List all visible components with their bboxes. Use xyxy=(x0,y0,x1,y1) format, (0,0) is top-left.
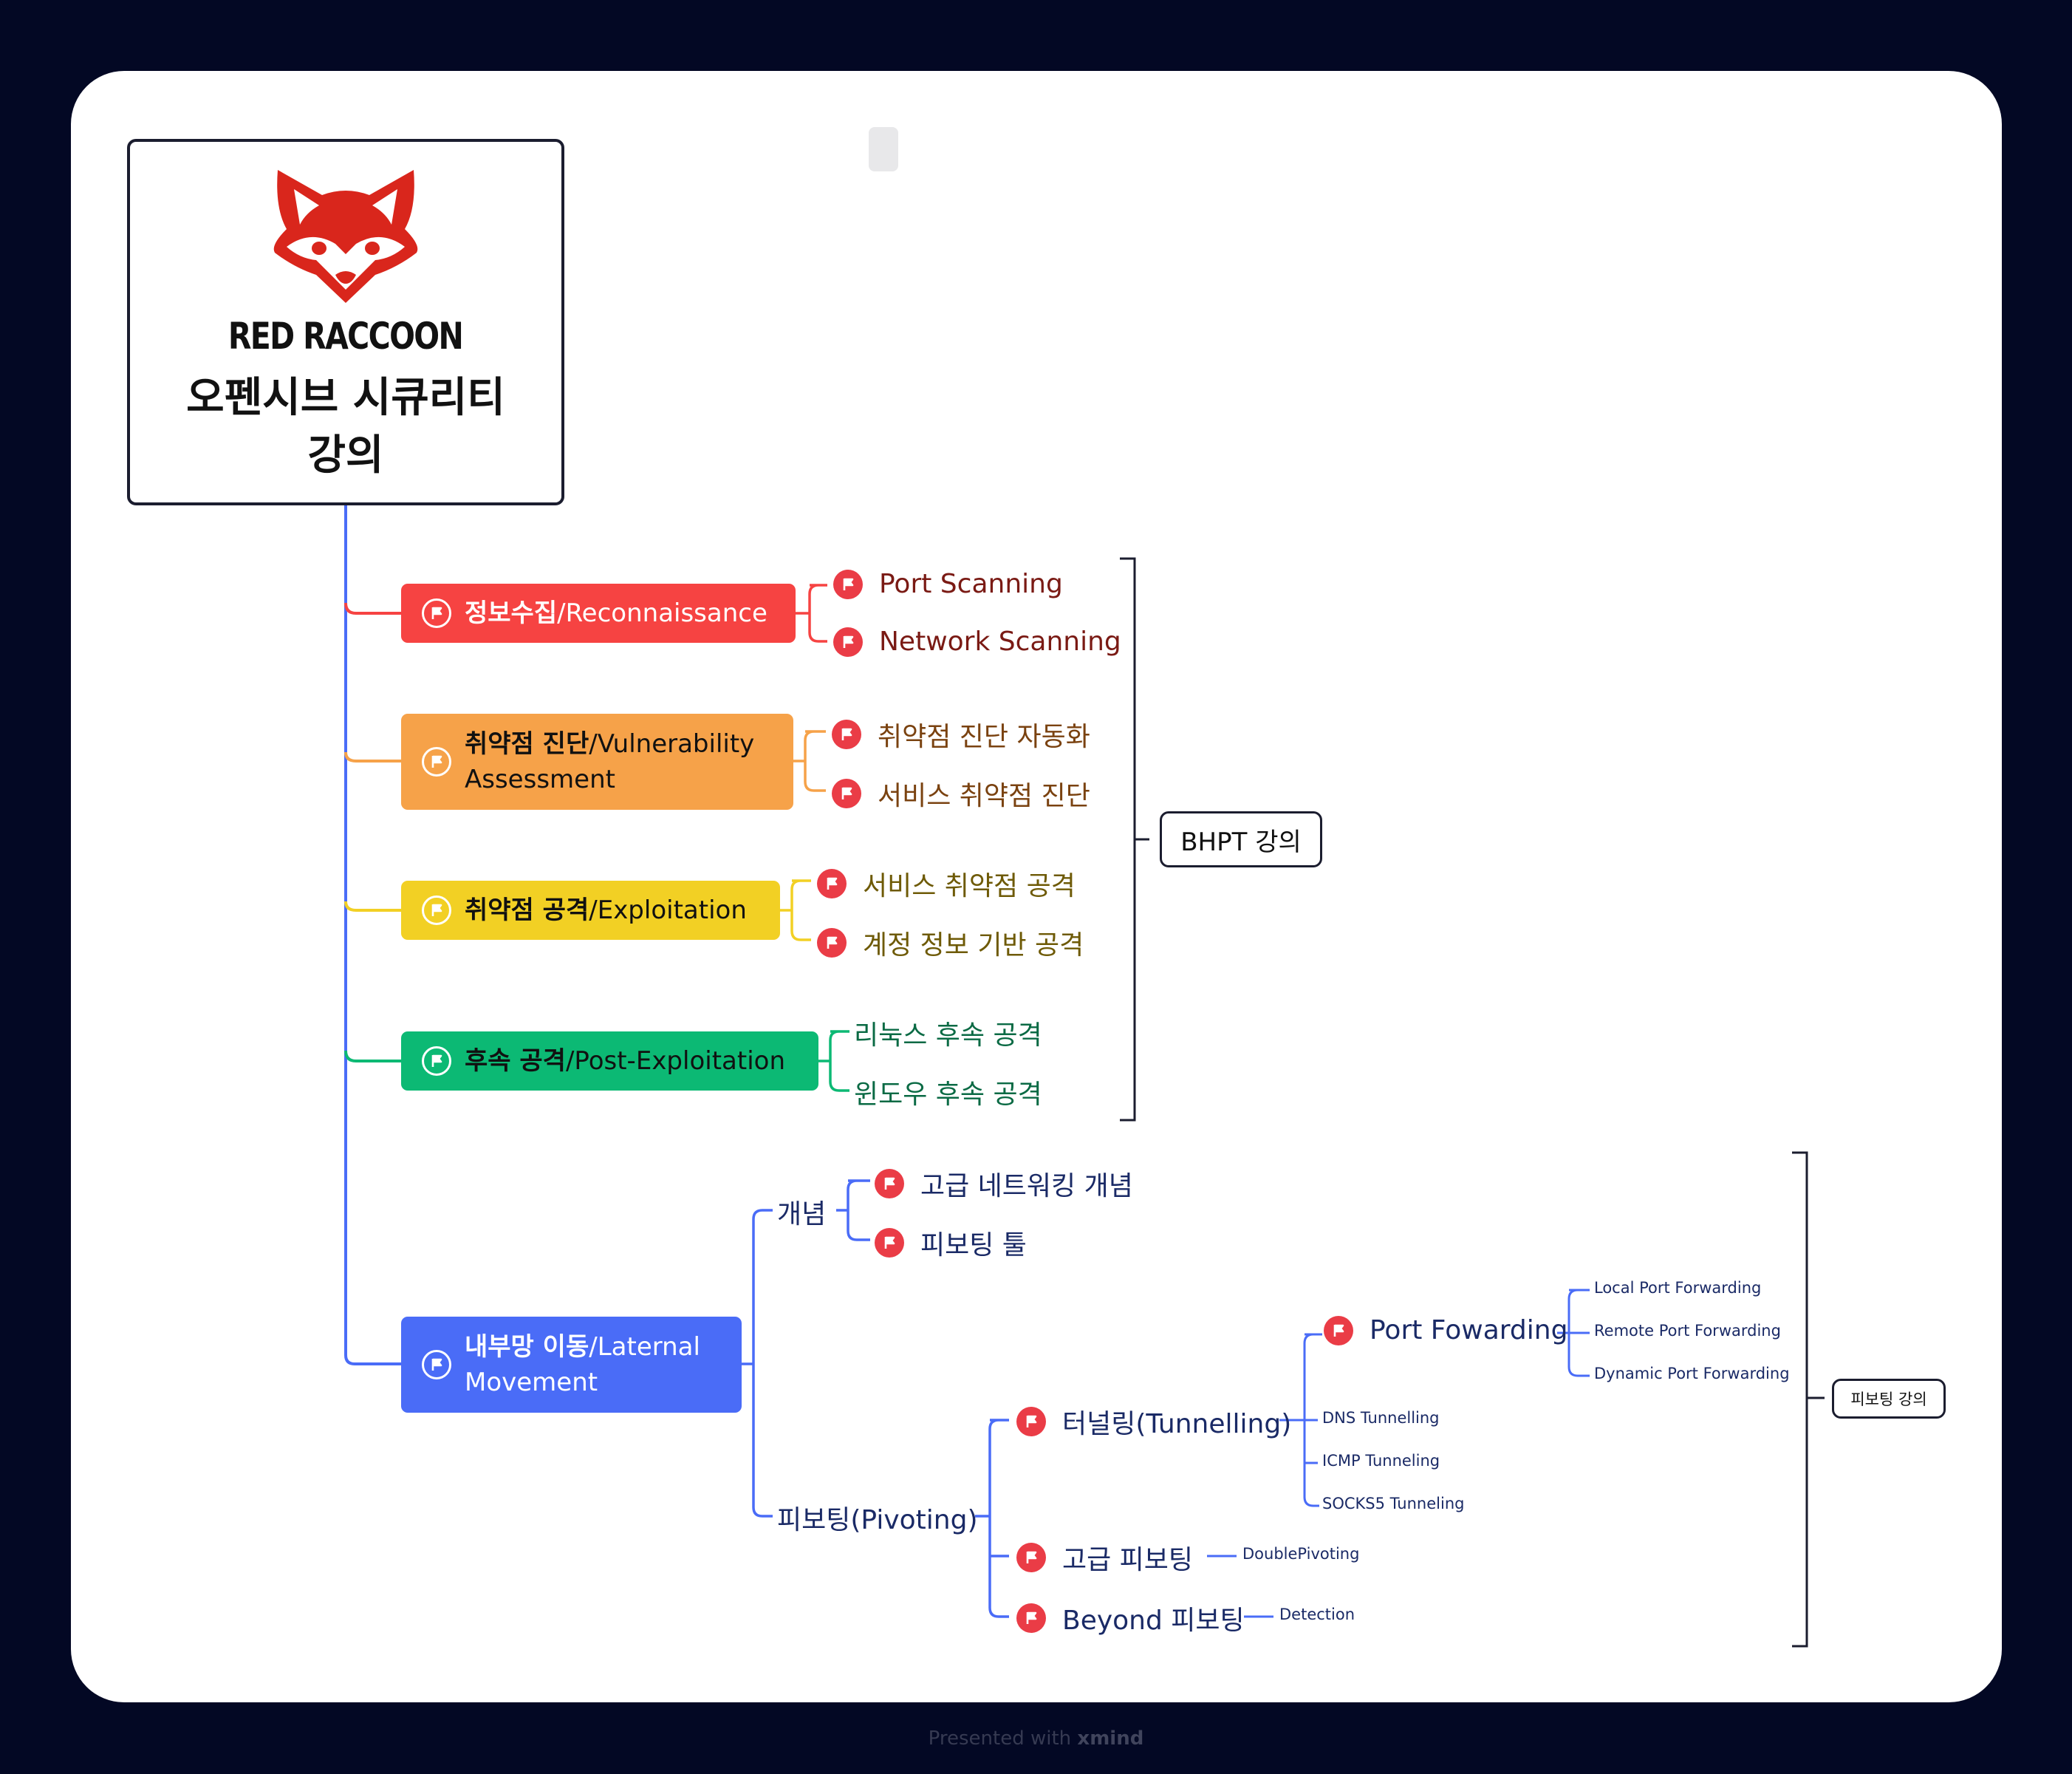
branch-post-exploitation[interactable]: 후속 공격/Post-Exploitation xyxy=(401,1031,818,1091)
branch-label-rest: /Reconnaissance xyxy=(557,598,767,628)
flag-icon xyxy=(832,779,861,808)
branch-label-bold: 취약점 공격 xyxy=(465,895,589,925)
flag-icon xyxy=(875,1228,904,1258)
flag-icon xyxy=(833,569,863,599)
topic-port-scanning[interactable]: Port Scanning xyxy=(833,569,1063,599)
topic-advanced-pivoting[interactable]: 고급 피보팅 xyxy=(1016,1538,1193,1577)
flag-icon xyxy=(1016,1603,1046,1633)
root-topic[interactable]: RED RACCOON 오펜시브 시큐리티 강의 xyxy=(127,139,564,505)
summary-bhpt[interactable]: BHPT 강의 xyxy=(1160,811,1322,867)
topic-pivoting-tools[interactable]: 피보팅 툴 xyxy=(875,1224,1027,1262)
flag-icon xyxy=(422,598,451,628)
branch-lateral-movement[interactable]: 내부망 이동/Laternal Movement xyxy=(401,1317,742,1413)
topic-beyond-pivoting[interactable]: Beyond 피보팅 xyxy=(1016,1599,1245,1637)
topic-credential-attack[interactable]: 계정 정보 기반 공격 xyxy=(817,924,1084,962)
flag-icon xyxy=(817,928,847,958)
branch-label-rest: /Post-Exploitation xyxy=(565,1046,786,1076)
topic-windows-post[interactable]: 윈도우 후속 공격 xyxy=(854,1079,1042,1110)
flag-icon xyxy=(817,869,847,898)
topic-advanced-networking[interactable]: 고급 네트워킹 개념 xyxy=(875,1164,1133,1203)
flag-icon xyxy=(1324,1315,1353,1345)
topic-local-port-forwarding[interactable]: Local Port Forwarding xyxy=(1594,1279,1762,1297)
branch-exploitation[interactable]: 취약점 공격/Exploitation xyxy=(401,881,780,940)
branch-label-line2: Movement xyxy=(465,1368,598,1397)
branch-label-rest: /Laternal xyxy=(589,1332,700,1362)
brand-name: RED RACCOON xyxy=(228,315,464,358)
branch-reconnaissance[interactable]: 정보수집/Reconnaissance xyxy=(401,584,796,643)
summary-pivoting[interactable]: 피보팅 강의 xyxy=(1832,1379,1946,1419)
branch-label-bold: 내부망 이동 xyxy=(465,1332,589,1362)
flag-icon xyxy=(422,1046,451,1076)
flag-icon xyxy=(422,747,451,777)
branch-label-bold: 후속 공격 xyxy=(465,1046,566,1076)
branch-label-bold: 정보수집 xyxy=(465,598,558,628)
flag-icon xyxy=(832,720,861,749)
flag-icon xyxy=(422,1350,451,1379)
root-title: 오펜시브 시큐리티 강의 xyxy=(186,374,505,480)
branch-label-rest: /Vulnerability xyxy=(589,729,755,759)
branch-vulnerability-assessment[interactable]: 취약점 진단/Vulnerability Assessment xyxy=(401,714,793,810)
flag-icon xyxy=(1016,1543,1046,1572)
topic-service-vuln-attack[interactable]: 서비스 취약점 공격 xyxy=(817,864,1076,903)
topic-concept[interactable]: 개념 xyxy=(777,1199,827,1229)
branch-label-rest: /Exploitation xyxy=(589,895,747,925)
watermark: Presented with xmind xyxy=(928,1727,1144,1750)
branch-label-line2: Assessment xyxy=(465,765,615,794)
topic-socks5-tunneling[interactable]: SOCKS5 Tunneling xyxy=(1322,1495,1465,1512)
topic-double-pivoting[interactable]: DoublePivoting xyxy=(1242,1545,1360,1563)
flag-icon xyxy=(1016,1407,1046,1436)
topic-port-forwarding[interactable]: Port Fowarding xyxy=(1324,1315,1567,1345)
topic-vuln-automation[interactable]: 취약점 진단 자동화 xyxy=(832,715,1090,754)
canvas-handle[interactable] xyxy=(869,127,898,171)
flag-icon xyxy=(875,1169,904,1198)
topic-dns-tunnelling[interactable]: DNS Tunnelling xyxy=(1322,1409,1440,1427)
branch-label-bold: 취약점 진단 xyxy=(465,729,589,759)
flag-icon xyxy=(833,627,863,657)
topic-detection[interactable]: Detection xyxy=(1279,1606,1355,1623)
topic-pivoting[interactable]: 피보팅(Pivoting) xyxy=(777,1505,978,1535)
flag-icon xyxy=(422,895,451,925)
topic-icmp-tunneling[interactable]: ICMP Tunneling xyxy=(1322,1452,1440,1470)
topic-service-vuln-assessment[interactable]: 서비스 취약점 진단 xyxy=(832,774,1090,813)
topic-remote-port-forwarding[interactable]: Remote Port Forwarding xyxy=(1594,1322,1781,1340)
topic-network-scanning[interactable]: Network Scanning xyxy=(833,627,1121,657)
topic-dynamic-port-forwarding[interactable]: Dynamic Port Forwarding xyxy=(1594,1365,1790,1382)
raccoon-logo xyxy=(273,170,418,303)
topic-tunnelling[interactable]: 터널링(Tunnelling) xyxy=(1016,1402,1291,1441)
topic-linux-post[interactable]: 리눅스 후속 공격 xyxy=(854,1020,1042,1051)
